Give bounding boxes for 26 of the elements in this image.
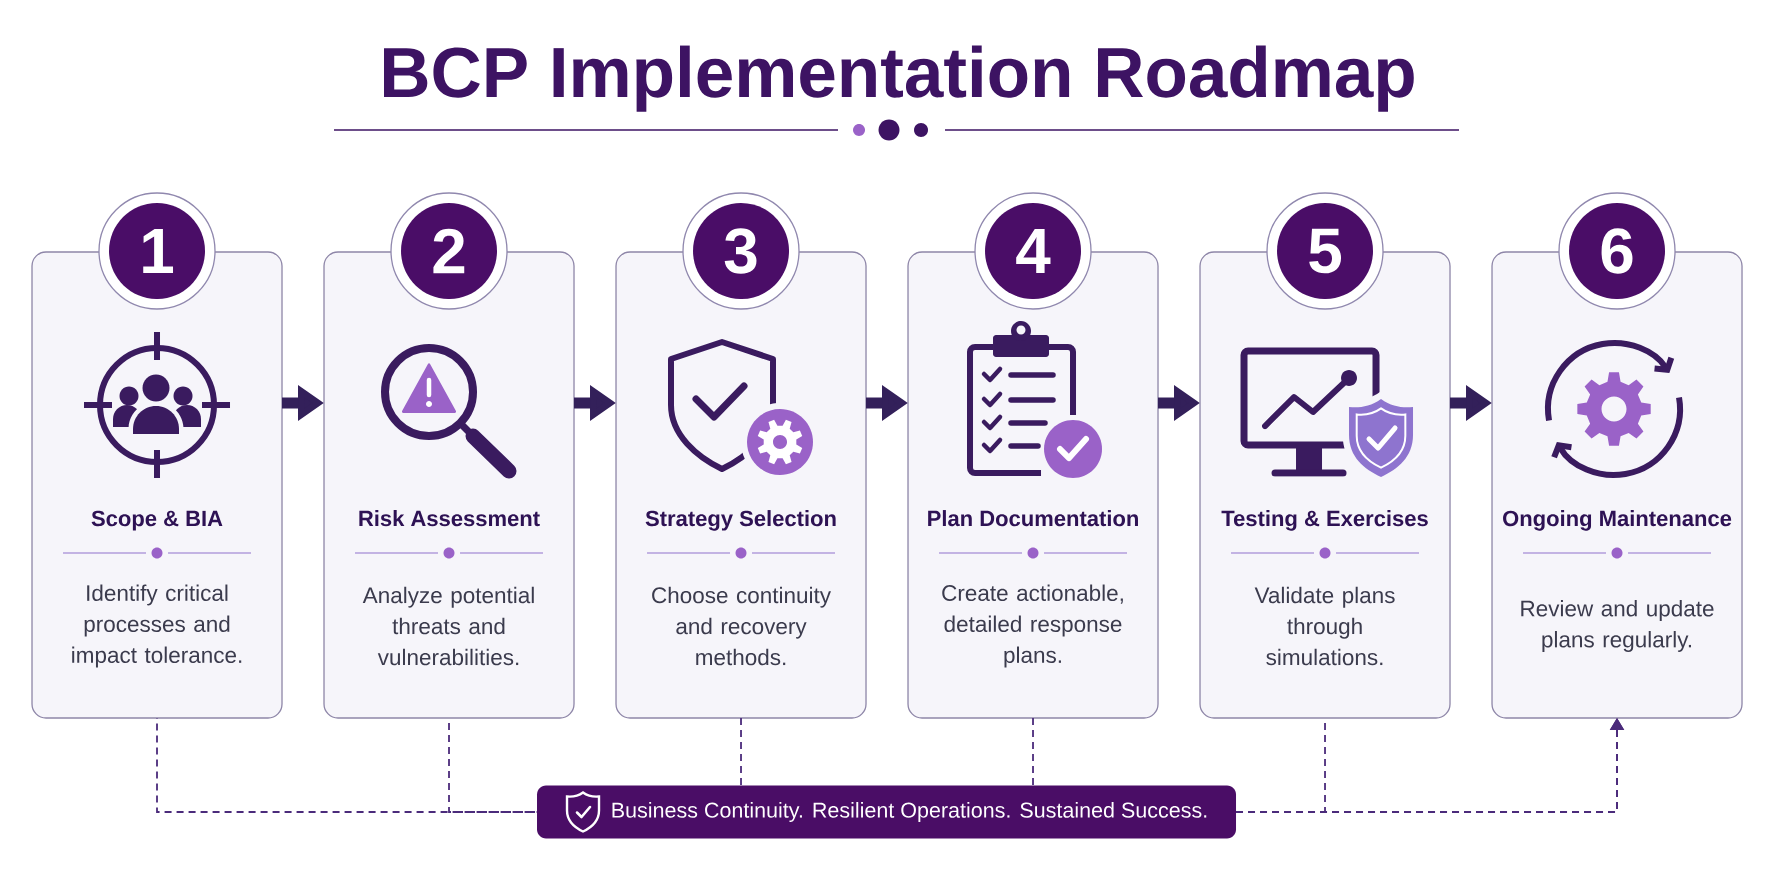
step-description: Choose continuity and recovery methods. xyxy=(652,586,831,666)
node-label: 6 xyxy=(1601,228,1633,274)
number-badge: 4 xyxy=(974,192,1092,310)
step-title: Ongoing Maintenance xyxy=(1503,510,1732,531)
step-description: Create actionable, detailed response plans. xyxy=(942,584,1123,668)
banner: Business Continuity. Resilient Operations. Sustained Success. xyxy=(537,785,1236,839)
step-title: Testing & Exercises xyxy=(1221,510,1428,531)
number-badge: 1 xyxy=(98,192,216,310)
title: BCP Implementation Roadmap xyxy=(384,45,1414,112)
node-label: 5 xyxy=(1309,228,1342,274)
step-description: Validate plans through simulations. xyxy=(1254,586,1395,666)
number-badge: 6 xyxy=(1558,192,1676,310)
node-label: 2 xyxy=(433,228,465,274)
number-badge: 5 xyxy=(1266,192,1384,310)
node-label: 1 xyxy=(143,228,174,274)
step-description: Review and update plans regularly. xyxy=(1521,600,1714,652)
step-title: Scope & BIA xyxy=(91,510,223,531)
step-description: Analyze potential threats and vulnerabilities. xyxy=(362,586,534,666)
step-title: Risk Assessment xyxy=(359,510,540,527)
node-label: 3 xyxy=(724,228,757,274)
number-badge: 2 xyxy=(390,192,508,310)
step-description: Identify critical processes and impact tolerance. xyxy=(72,584,242,668)
node-label: 4 xyxy=(1016,228,1051,274)
step-title: Strategy Selection xyxy=(645,510,836,531)
number-badge: 3 xyxy=(682,192,800,310)
step-title: Plan Documentation xyxy=(928,510,1138,527)
